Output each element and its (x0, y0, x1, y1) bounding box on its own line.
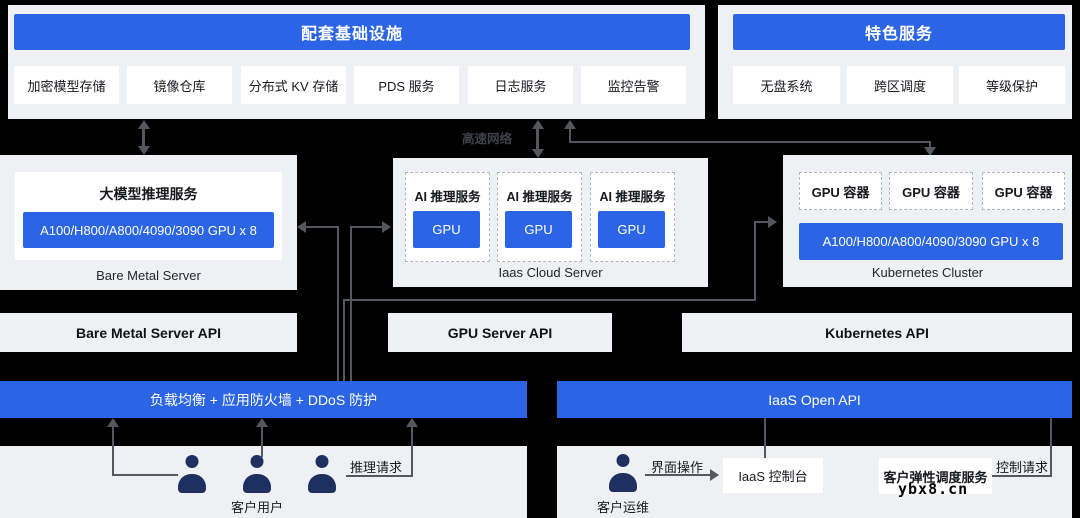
featured-panel: 特色服务 无盘系统 跨区调度 等级保护 (718, 5, 1072, 119)
ai-inference-box: AI 推理服务 GPU (590, 172, 675, 262)
control-request-connector-v (1050, 418, 1052, 477)
bare-metal-title: 大模型推理服务 (99, 186, 198, 202)
iaas-cloud-panel: AI 推理服务 GPU AI 推理服务 GPU AI 推理服务 GPU Iaas… (393, 158, 708, 287)
user1-request-connector-v (112, 426, 114, 476)
arrow-right-icon (768, 216, 777, 228)
ai-inference-box: AI 推理服务 GPU (497, 172, 582, 262)
k8s-infra-connector-up (569, 127, 571, 143)
ai-inference-label: AI 推理服务 (599, 190, 666, 204)
control-request-label: 控制请求 (996, 460, 1049, 475)
infra-item-image-registry: 镜像仓库 (127, 66, 232, 104)
arrow-down-icon (138, 146, 150, 155)
bare-metal-card: 大模型推理服务 A100/H800/A800/4090/3090 GPU x 8 (15, 172, 282, 260)
infrastructure-header: 配套基础设施 (14, 14, 690, 50)
ops-user-label: 客户运维 (596, 500, 649, 515)
lb-baremetal-connector-h (305, 226, 339, 228)
ops-user-icon (608, 454, 638, 492)
user3-request-connector-v (411, 426, 413, 477)
infra-item-encrypted-model-storage: 加密模型存储 (14, 66, 119, 104)
user3-request-connector-h (346, 475, 413, 477)
user-icon (242, 455, 272, 493)
iaas-cloud-caption: Iaas Cloud Server (498, 265, 603, 280)
infrastructure-panel: 配套基础设施 加密模型存储 镜像仓库 分布式 KV 存储 PDS 服务 日志服务… (8, 5, 705, 119)
kubernetes-gpu-spec: A100/H800/A800/4090/3090 GPU x 8 (799, 223, 1063, 260)
cloud-infra-connector (536, 127, 539, 151)
lb-k8s-connector-h2 (754, 221, 768, 223)
lb-cloud-connector-h (350, 226, 382, 228)
bare-metal-gpu-spec: A100/H800/A800/4090/3090 GPU x 8 (23, 212, 274, 248)
security-gateway-bar: 负载均衡 + 应用防火墙 + DDoS 防护 (0, 381, 527, 418)
lb-baremetal-connector-v (337, 226, 339, 381)
ui-operation-label: 界面操作 (651, 460, 704, 475)
arrow-up-icon (138, 120, 150, 129)
k8s-infra-connector-h (569, 141, 931, 143)
inference-request-label: 推理请求 (350, 460, 403, 475)
lb-k8s-connector-h1 (343, 299, 756, 301)
user1-request-connector-h (112, 474, 178, 476)
kubernetes-caption: Kubernetes Cluster (871, 265, 984, 280)
user2-request-connector (261, 426, 263, 457)
gpu-container-box: GPU 容器 (889, 172, 973, 210)
ai-inference-label: AI 推理服务 (414, 190, 481, 204)
gpu-server-api-box: GPU Server API (388, 313, 612, 352)
ops-console-connector (645, 474, 710, 476)
lb-k8s-connector-v2 (754, 221, 756, 301)
arrow-down-icon (924, 147, 936, 156)
infra-item-log-service: 日志服务 (468, 66, 573, 104)
arrow-left-icon (297, 221, 306, 233)
kubernetes-panel: GPU 容器 GPU 容器 GPU 容器 A100/H800/A800/4090… (783, 155, 1072, 287)
infra-item-distributed-kv: 分布式 KV 存储 (241, 66, 346, 104)
gpu-box: GPU (598, 211, 665, 248)
iaas-console-box: IaaS 控制台 (723, 458, 823, 493)
featured-header: 特色服务 (733, 14, 1065, 50)
user-icon (177, 455, 207, 493)
arrow-up-icon (532, 120, 544, 129)
featured-item-diskless: 无盘系统 (733, 66, 840, 104)
control-request-connector-h (992, 475, 1052, 477)
ai-inference-box: AI 推理服务 GPU (405, 172, 490, 262)
user-icon (307, 455, 337, 493)
featured-item-cross-region: 跨区调度 (847, 66, 953, 104)
watermark-text: ybx8.cn (898, 480, 969, 498)
gpu-container-box: GPU 容器 (982, 172, 1065, 210)
iaas-open-api-bar: IaaS Open API (557, 381, 1072, 418)
console-openapi-connector (764, 418, 766, 458)
bare-metal-caption: Bare Metal Server (96, 268, 201, 283)
bare-metal-infra-connector (142, 127, 145, 148)
lb-k8s-connector-v1 (343, 299, 345, 381)
arrow-up-icon (107, 418, 119, 427)
arrow-up-icon (564, 120, 576, 129)
kubernetes-api-box: Kubernetes API (682, 313, 1072, 352)
infra-item-monitor-alert: 监控告警 (581, 66, 686, 104)
k8s-infra-connector-down (929, 141, 931, 148)
elastic-scheduler-box: 客户弹性调度服务 (879, 458, 992, 494)
gpu-box: GPU (413, 211, 480, 248)
arrow-down-icon (532, 149, 544, 158)
bare-metal-api-box: Bare Metal Server API (0, 313, 297, 352)
gpu-box: GPU (505, 211, 572, 248)
arrow-up-icon (256, 418, 268, 427)
high-speed-network-label: 高速网络 (462, 132, 513, 146)
arrow-up-icon (406, 418, 418, 427)
arrow-right-icon (382, 221, 391, 233)
bare-metal-panel: 大模型推理服务 A100/H800/A800/4090/3090 GPU x 8… (0, 155, 297, 290)
infra-item-pds-service: PDS 服务 (354, 66, 459, 104)
featured-item-grade-protection: 等级保护 (959, 66, 1065, 104)
lb-cloud-connector-v (350, 226, 352, 381)
arrow-right-icon (710, 469, 719, 481)
ai-inference-label: AI 推理服务 (506, 190, 573, 204)
client-users-label: 客户用户 (230, 500, 283, 515)
gpu-container-box: GPU 容器 (799, 172, 882, 210)
